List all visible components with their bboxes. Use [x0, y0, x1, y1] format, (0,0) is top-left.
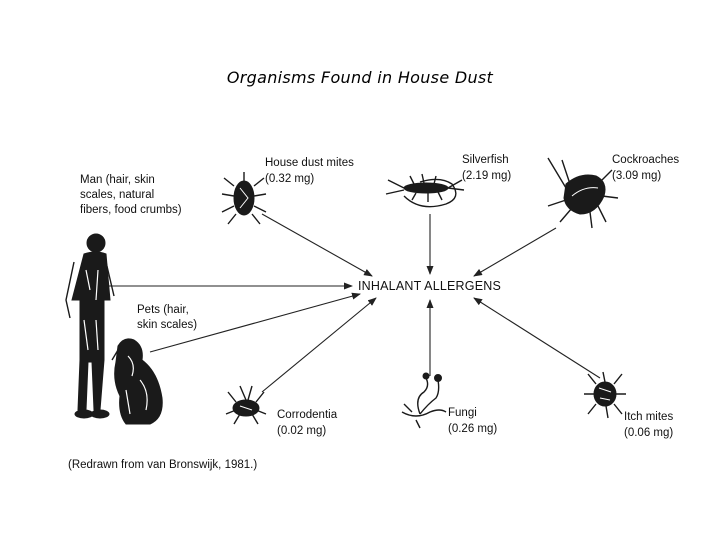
- house-dust-mite-illustration: [221, 172, 267, 225]
- silverfish-label: Silverfish (2.19 mg): [462, 154, 512, 182]
- silverfish-illustration: [385, 173, 465, 208]
- pets-label: Pets (hair, skin scales): [137, 304, 197, 331]
- cockroach-illustration: [547, 157, 619, 229]
- corrodentia-label: Corrodentia (0.02 mg): [277, 409, 340, 437]
- fungi-label: Fungi (0.26 mg): [448, 407, 497, 435]
- inhalant-allergens-label: INHALANT ALLERGENS: [358, 279, 501, 293]
- fungi-illustration: [401, 372, 447, 429]
- pets-illustration: [111, 338, 163, 425]
- source-credit: (Redrawn from van Bronswijk, 1981.): [68, 459, 257, 471]
- arrow-from-itch-mites: [473, 297, 601, 379]
- itch-mites-label: Itch mites (0.06 mg): [624, 411, 676, 439]
- itch-mite-illustration: [584, 371, 626, 419]
- corrodentia-illustration: [225, 385, 267, 425]
- man-label: Man (hair, skin scales, natural fibers, …: [80, 174, 182, 216]
- arrow-from-dust-mites: [261, 213, 373, 277]
- arrow-from-pets: [149, 292, 361, 353]
- diagram-title: Organisms Found in House Dust: [226, 68, 494, 87]
- house-dust-mites-label: House dust mites (0.32 mg): [265, 157, 357, 185]
- arrow-from-corrodentia: [261, 297, 377, 393]
- cockroaches-label: Cockroaches (3.09 mg): [612, 154, 682, 182]
- arrow-from-cockroaches: [473, 227, 557, 277]
- man-illustration: [65, 233, 115, 419]
